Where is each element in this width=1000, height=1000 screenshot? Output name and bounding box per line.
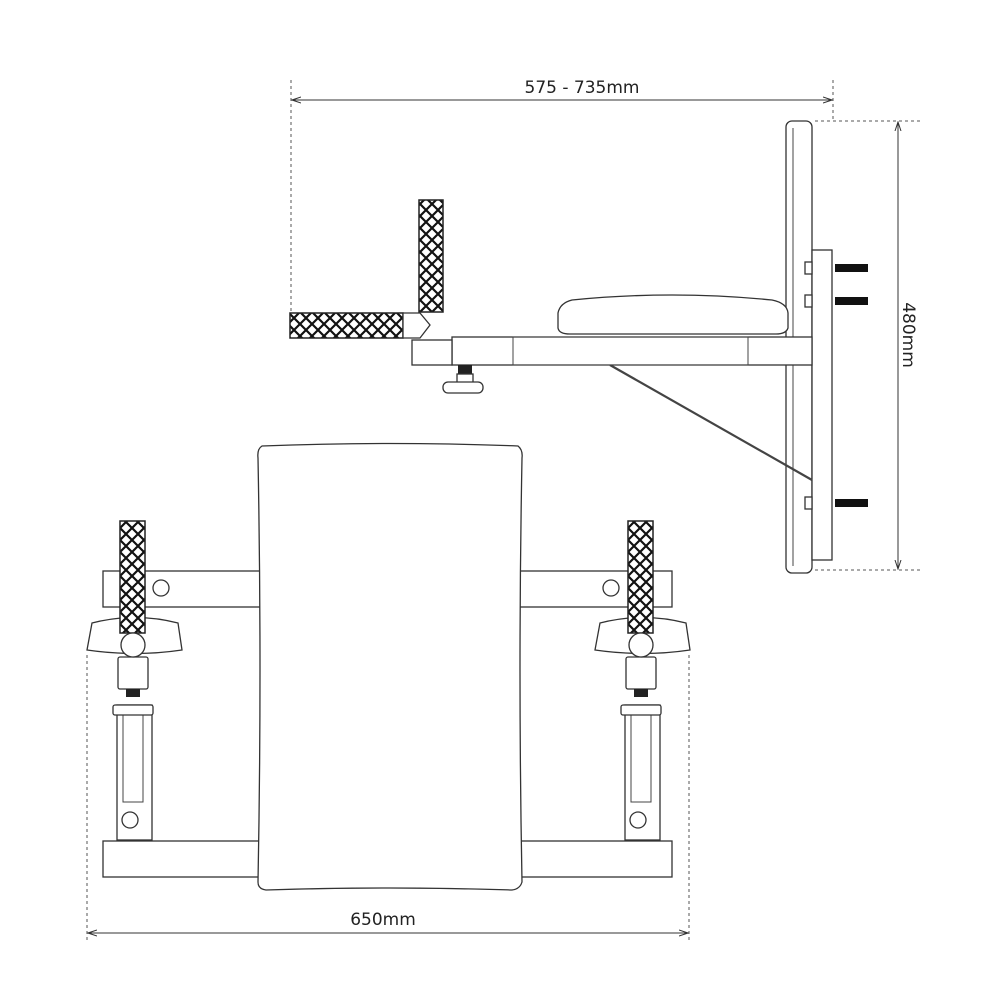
handle-left [119,520,146,634]
wall-plate [811,249,833,561]
handle-right [627,520,654,634]
width-dimension: 650mm [86,655,690,940]
wall-bolt [835,499,868,507]
width-label: 650mm [350,910,416,930]
handle-horizontal [289,312,404,339]
height-label: 480mm [898,302,918,368]
arm-unit-left [86,520,183,841]
arm-side [451,336,813,366]
arm-length-label: 575 - 735mm [525,78,640,98]
brace [609,364,813,481]
adjust-knob [442,381,484,394]
arm-unit-right [594,520,691,841]
back-pad-front [257,442,523,891]
arm-end [411,339,453,366]
front-view [86,442,691,891]
arm-pad-side [557,294,789,335]
wall-bolt [835,297,868,305]
height-dimension: 480mm [815,120,920,571]
side-view [289,120,868,574]
arm-length-dimension: 575 - 735mm [290,78,834,330]
wall-bolt [835,264,868,272]
handle-vertical [418,199,444,313]
